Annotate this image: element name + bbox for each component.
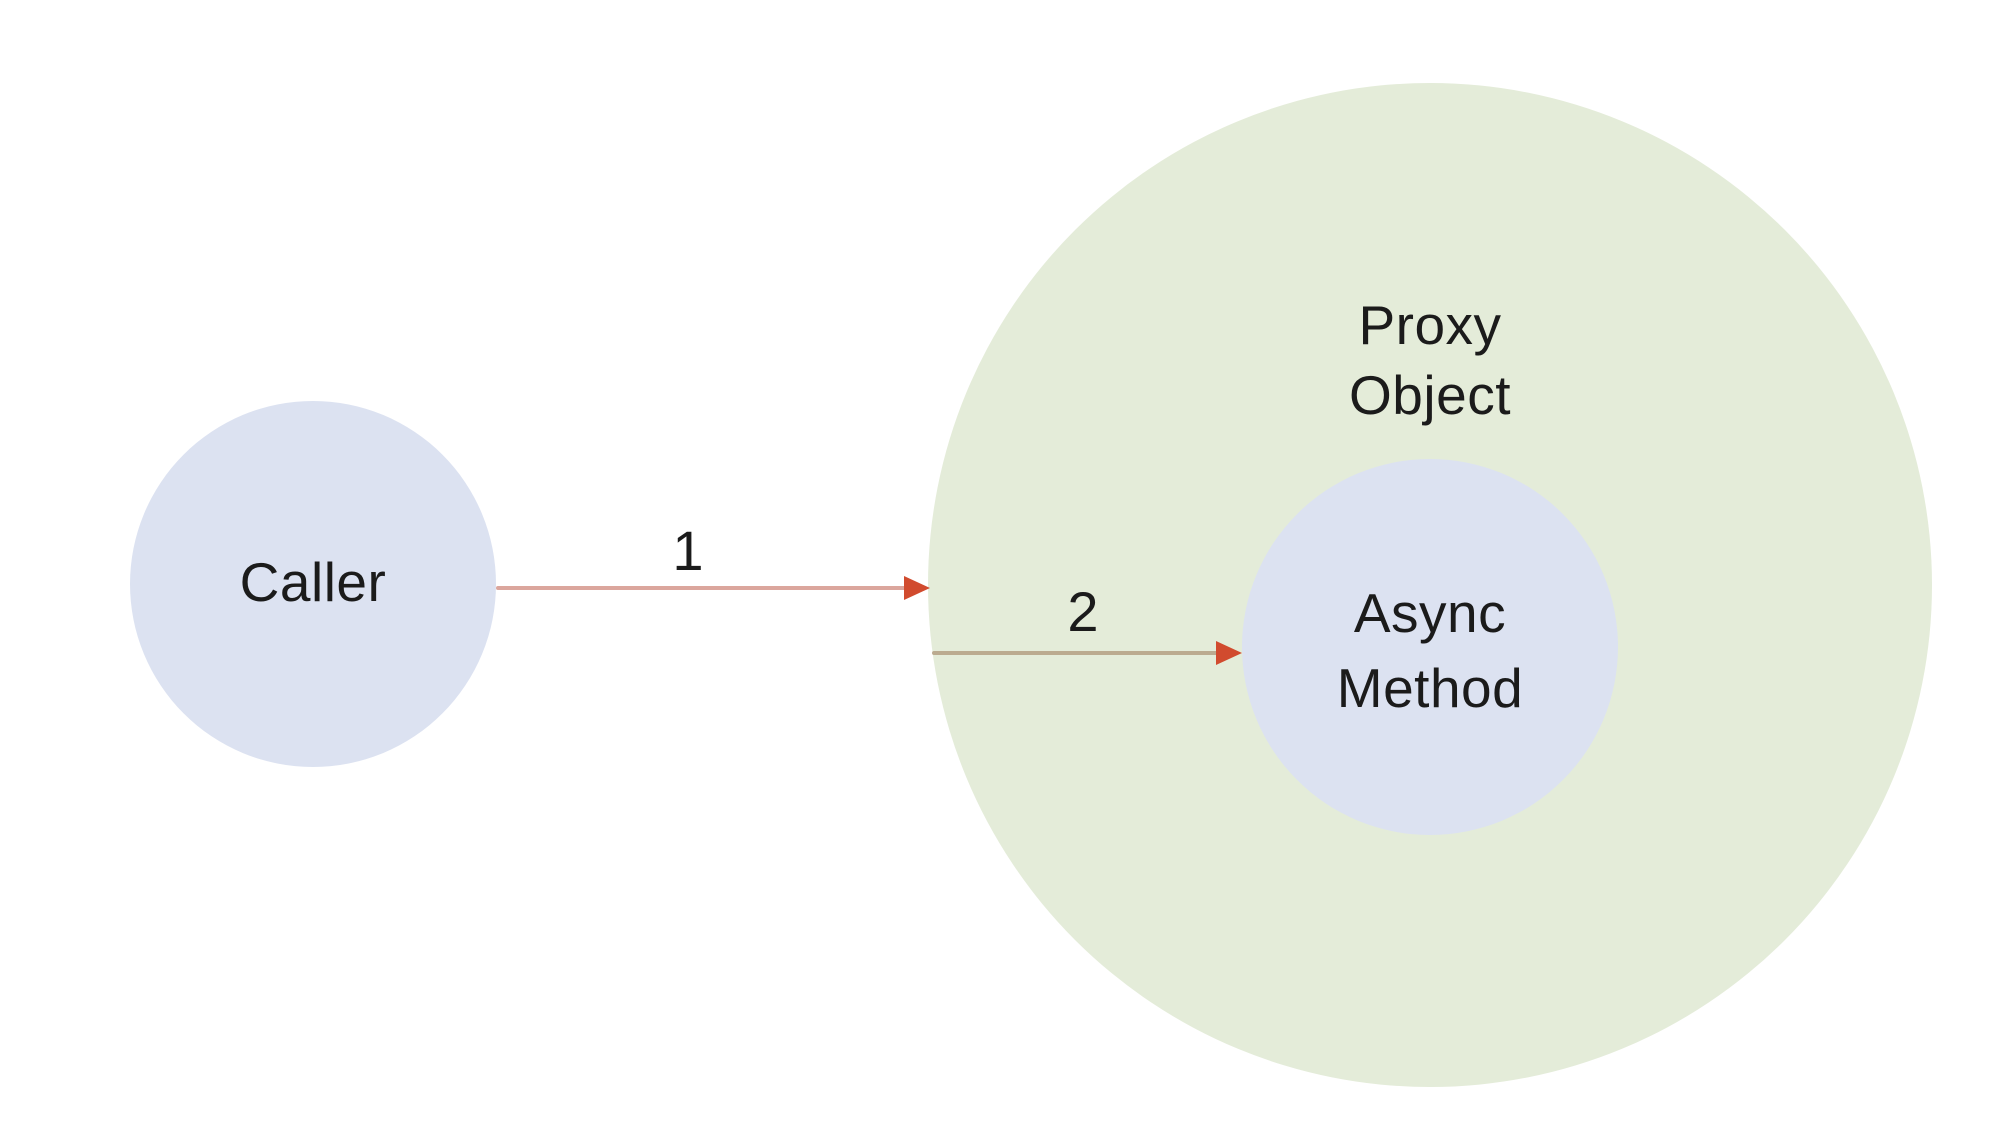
arrow-1-line bbox=[496, 586, 906, 590]
arrow-1-head-icon bbox=[904, 576, 930, 600]
proxy-object-label-line1: Proxy bbox=[1358, 294, 1502, 356]
async-method-label-line2: Method bbox=[1336, 657, 1524, 719]
proxy-object-label-line2: Object bbox=[1349, 364, 1511, 426]
arrow-2-label: 2 bbox=[1067, 580, 1099, 643]
arrow-2-line bbox=[932, 651, 1220, 655]
arrow-2-head-icon bbox=[1216, 641, 1242, 665]
arrow-1-label: 1 bbox=[672, 519, 704, 582]
async-method-node bbox=[1242, 459, 1618, 835]
caller-node bbox=[130, 401, 496, 767]
async-method-label: Async Method bbox=[1280, 576, 1580, 726]
async-method-label-line1: Async bbox=[1353, 582, 1507, 644]
proxy-object-label: Proxy Object bbox=[1280, 290, 1580, 430]
caller-label: Caller bbox=[239, 551, 387, 613]
